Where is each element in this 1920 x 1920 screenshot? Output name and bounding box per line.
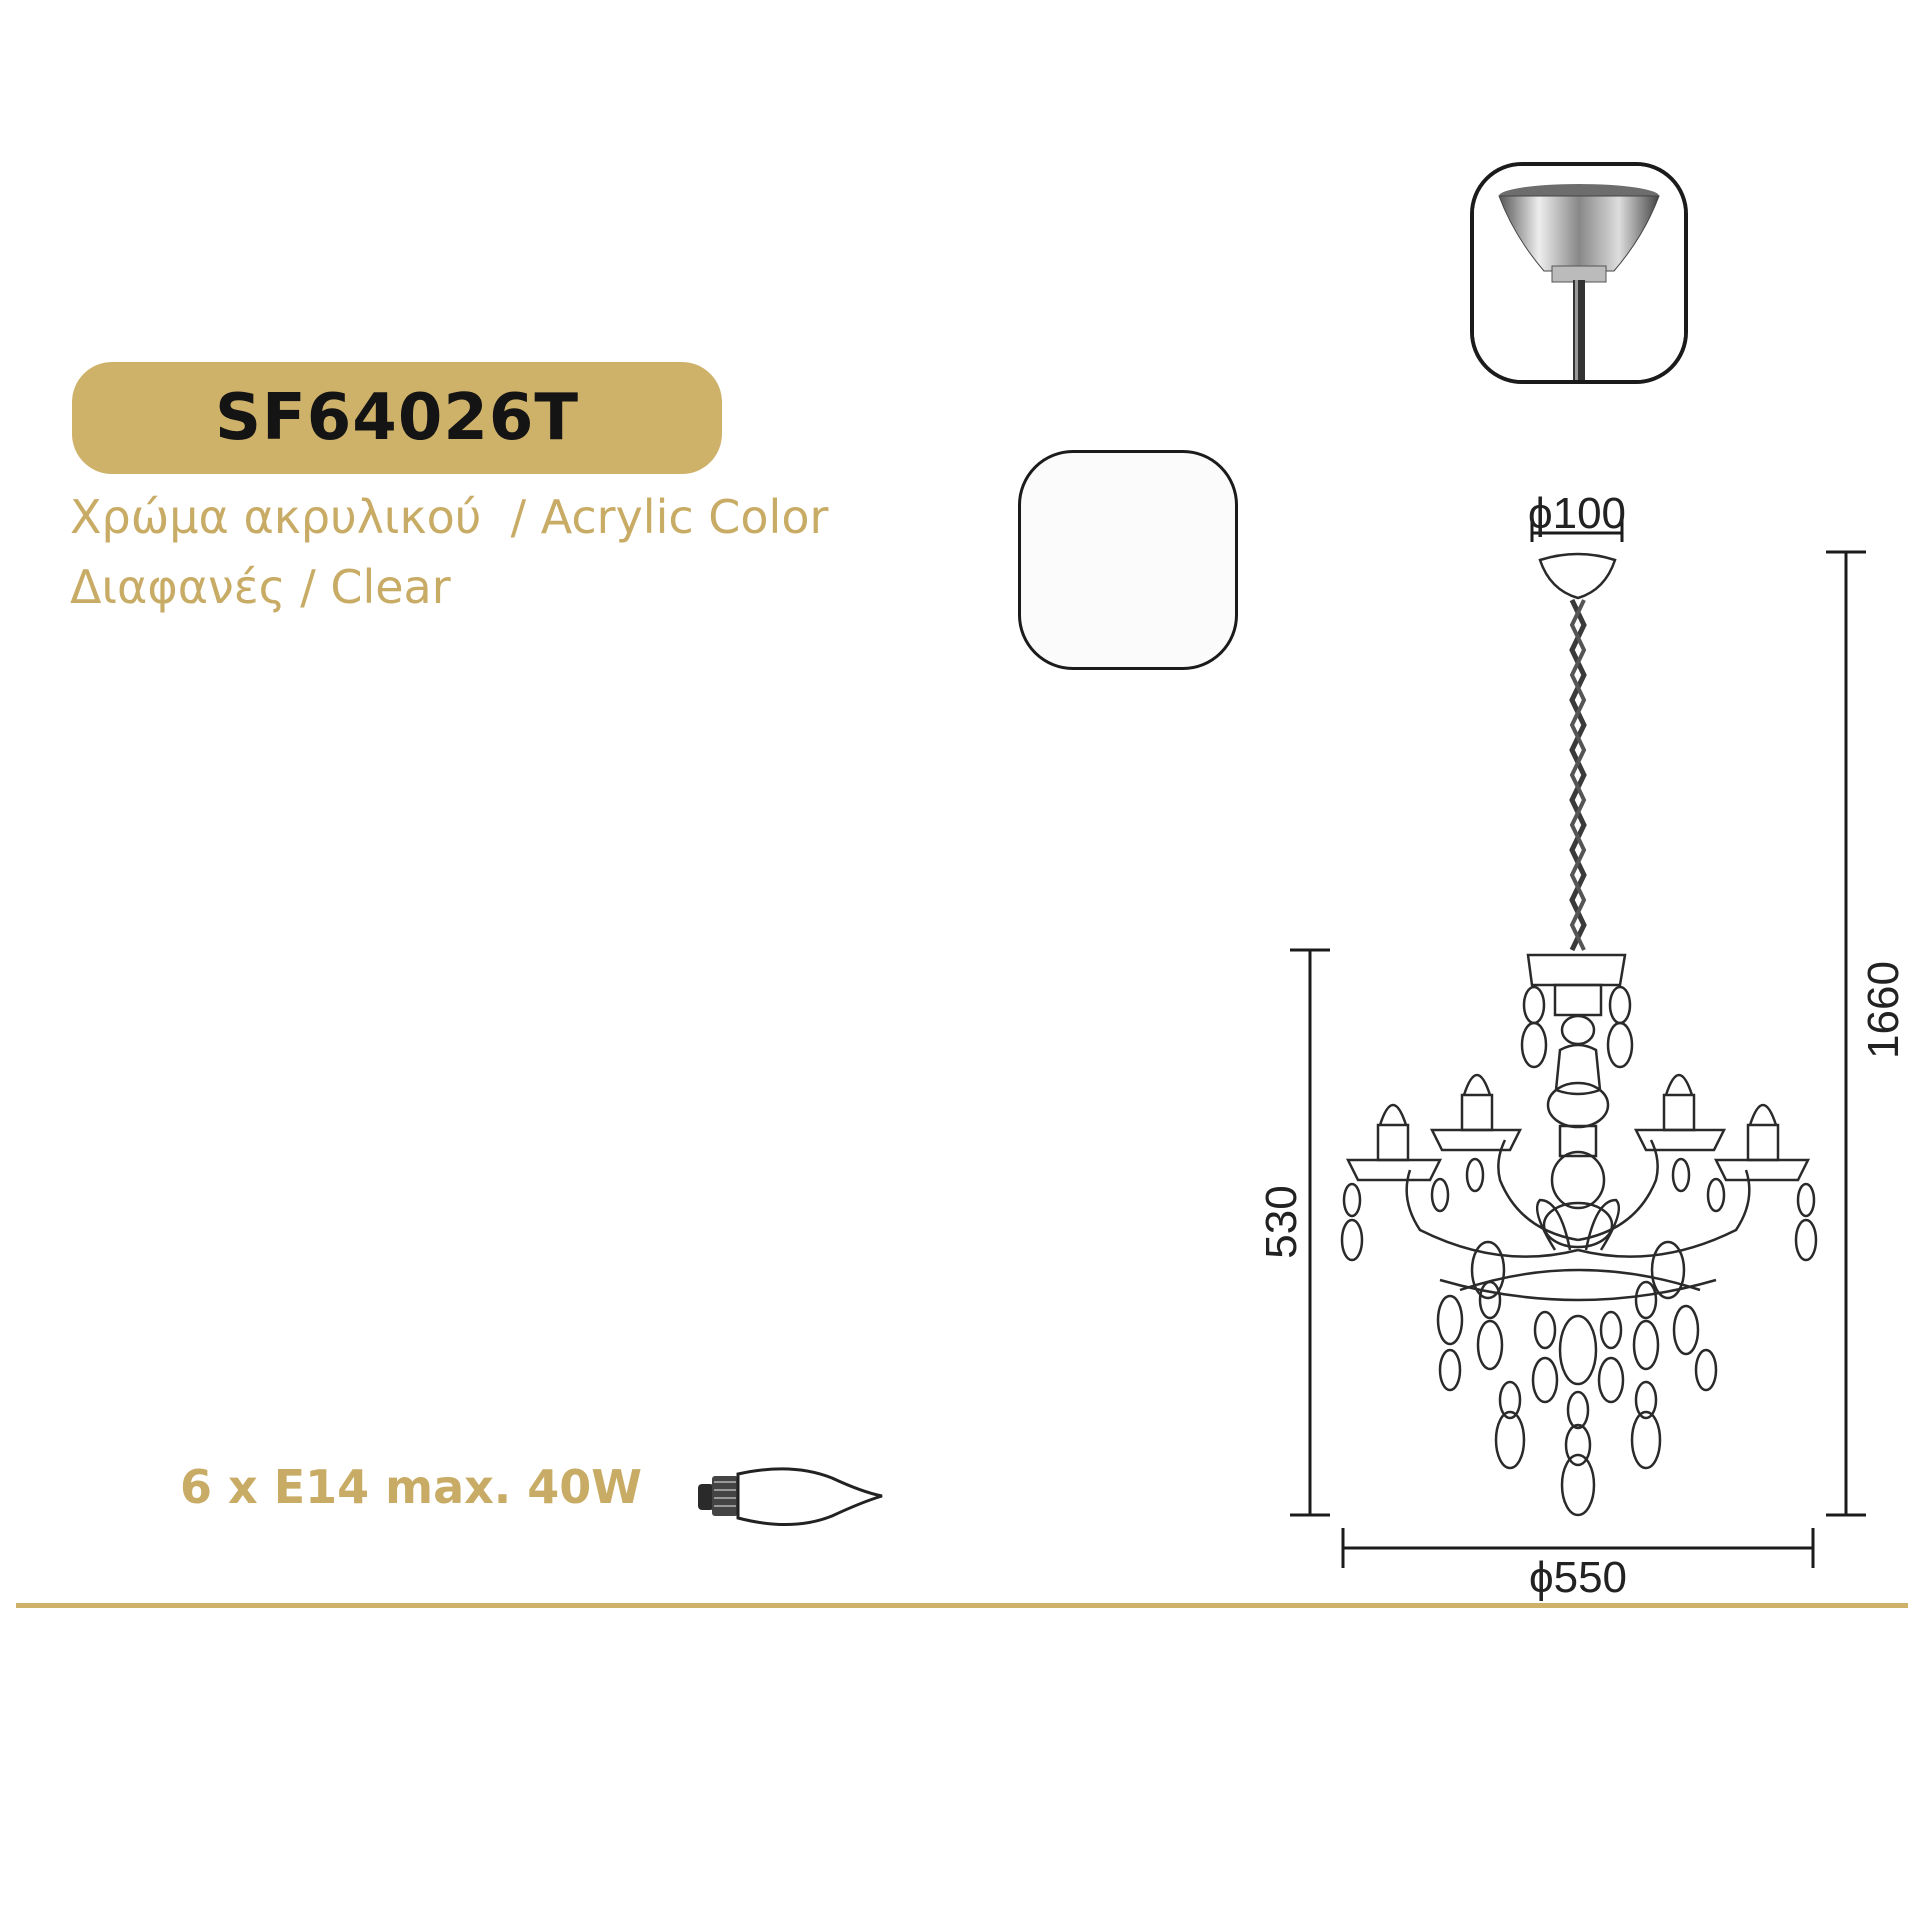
footer-rule [16,1603,1908,1608]
body-diameter-label: ϕ550 [1529,1553,1627,1602]
body-height-label: 530 [1257,1185,1306,1258]
chandelier-outline [1340,552,1818,1517]
canopy-photo-icon [1470,162,1688,384]
lamp-spec-label: 6 x E14 max. 40W [180,1460,643,1514]
clear-color-swatch [1018,450,1238,670]
canopy-diameter-label: ϕ100 [1528,489,1626,538]
clear-color-label: Διαφανές / Clear [70,560,451,614]
total-height-label: 1660 [1859,961,1908,1059]
candle-bulb-icon [698,1467,883,1526]
model-badge: SF64026T [72,362,722,474]
model-number: SF64026T [214,381,580,455]
acrylic-color-label: Χρώμα ακρυλικού / Acrylic Color [70,490,829,544]
